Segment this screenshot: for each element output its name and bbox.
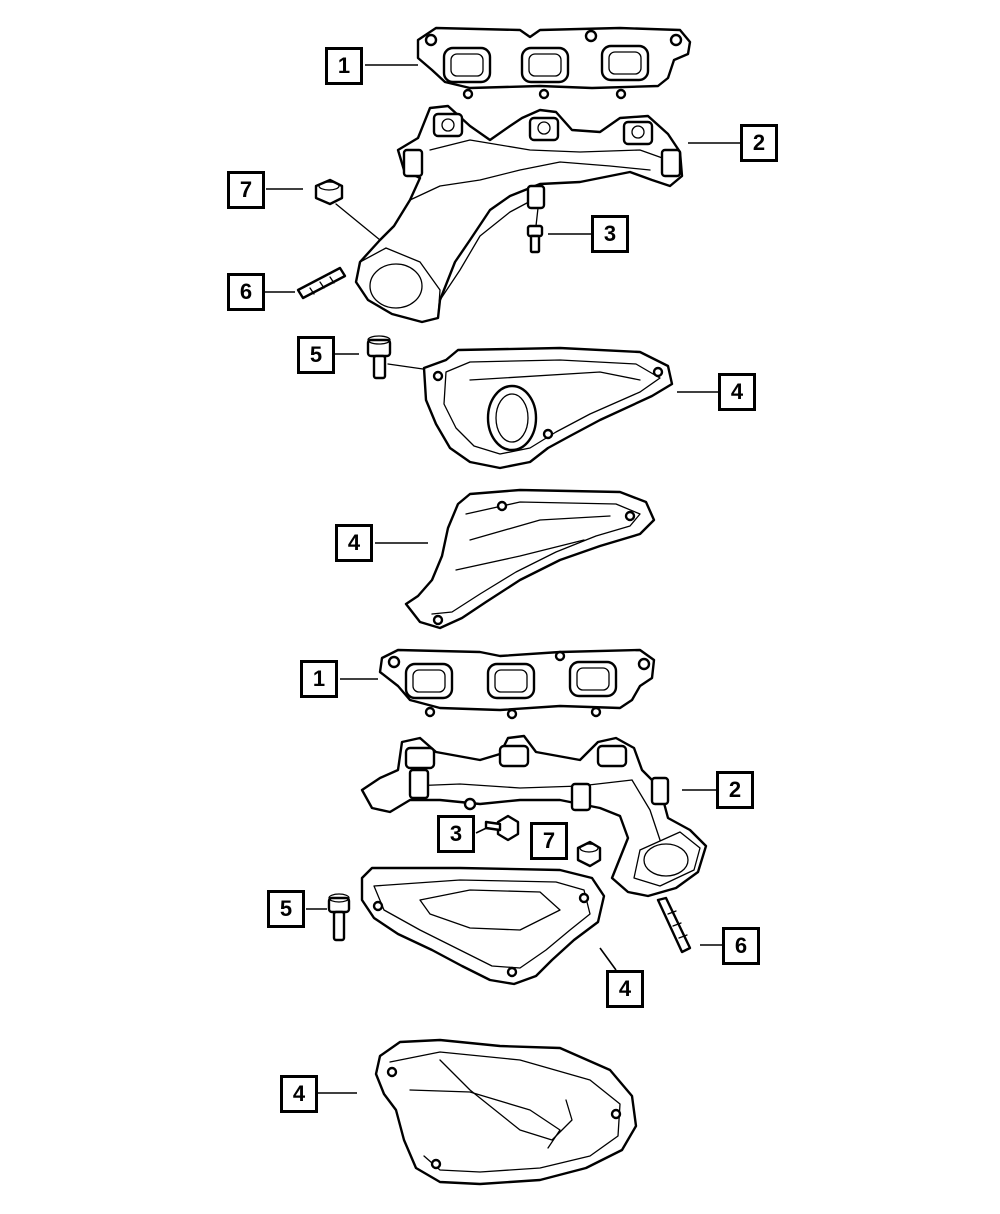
- upper-exhaust-manifold: [354, 104, 684, 324]
- lower-bolt: [484, 814, 520, 842]
- upper-stud: [296, 266, 347, 300]
- upper-bolt: [526, 207, 544, 254]
- upper-heat-shield-bolt: [366, 335, 431, 380]
- callout-6-lower-stud: 6: [722, 927, 760, 965]
- callout-3-upper-bolt: 3: [591, 215, 629, 253]
- lower-nut: [576, 840, 602, 868]
- callout-4-upper-shield: 4: [718, 373, 756, 411]
- callout-5-lower-bolt: 5: [267, 890, 305, 928]
- callout-4-lower-shield: 4: [606, 970, 644, 1008]
- callout-2-upper-manifold: 2: [740, 124, 778, 162]
- lower-exhaust-manifold: [360, 734, 708, 898]
- callout-1-lower-gasket: 1: [300, 660, 338, 698]
- upper-nut: [314, 178, 381, 241]
- lower-heat-shield-bolt: [327, 893, 351, 942]
- callout-2-lower-manifold: 2: [716, 771, 754, 809]
- lower-exhaust-gasket: [378, 648, 656, 720]
- upper-outer-heat-shield: [404, 488, 656, 630]
- upper-heat-shield: [422, 346, 674, 470]
- callout-4-upper-outer-shield: 4: [335, 524, 373, 562]
- callout-1-upper-gasket: 1: [325, 47, 363, 85]
- upper-exhaust-gasket: [416, 26, 692, 100]
- callout-3-lower-bolt: 3: [437, 815, 475, 853]
- callout-7-lower-nut: 7: [530, 822, 568, 860]
- callout-6-upper-stud: 6: [227, 273, 265, 311]
- callout-5-upper-bolt: 5: [297, 336, 335, 374]
- lower-heat-shield: [360, 866, 606, 986]
- callout-4-lower-outer-shield: 4: [280, 1075, 318, 1113]
- callout-7-upper-nut: 7: [227, 171, 265, 209]
- lower-outer-heat-shield: [374, 1038, 638, 1186]
- leader-4c: [599, 947, 617, 971]
- leader-lines: [265, 64, 740, 1094]
- lower-stud: [656, 896, 692, 954]
